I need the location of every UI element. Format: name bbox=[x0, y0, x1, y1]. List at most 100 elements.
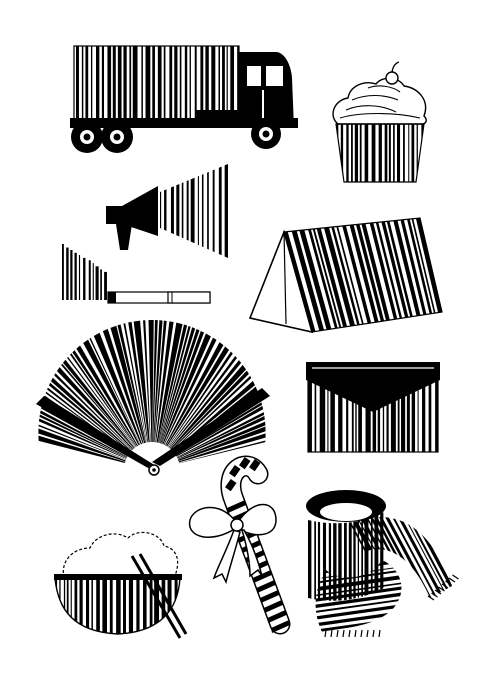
barcode-stripe bbox=[357, 512, 360, 601]
barcode-stripe bbox=[284, 231, 316, 332]
cigarette-icon bbox=[62, 244, 211, 304]
fan-stripe bbox=[169, 360, 242, 449]
scarf-fringe bbox=[452, 574, 459, 580]
barcode-stripe bbox=[91, 578, 93, 634]
barcode-stripe bbox=[386, 221, 413, 317]
barcode-stripe bbox=[387, 517, 447, 598]
barcode-stripe bbox=[322, 512, 327, 601]
barcode-stripe bbox=[129, 46, 132, 120]
candy-cane-icon bbox=[188, 455, 291, 635]
fan-stripe bbox=[159, 327, 196, 444]
barcode-stripe bbox=[393, 517, 451, 598]
barcode-stripe bbox=[397, 364, 400, 452]
candy-stripe bbox=[227, 500, 246, 513]
barcode-stripe bbox=[70, 578, 72, 634]
fan-stripe bbox=[38, 435, 126, 464]
fan-stripe bbox=[166, 346, 230, 447]
candy-stripe bbox=[263, 600, 283, 613]
barcode-stripe bbox=[374, 517, 434, 598]
barcode-stripe bbox=[212, 164, 215, 258]
fan-stripe bbox=[47, 387, 131, 453]
barcode-stripe bbox=[351, 364, 354, 452]
smoke-stripe bbox=[62, 244, 64, 300]
barcode-stripe bbox=[205, 46, 209, 120]
barcode-stripe bbox=[382, 364, 385, 452]
smoke-stripe bbox=[88, 260, 91, 300]
barcode-stripe bbox=[74, 578, 78, 634]
barcode-stripe bbox=[384, 124, 388, 182]
barcode-stripe bbox=[149, 578, 153, 634]
fan-stripe bbox=[178, 426, 266, 461]
barcode-stripe bbox=[79, 578, 83, 634]
barcode-stripe bbox=[323, 227, 355, 327]
scarf-fringe bbox=[360, 629, 363, 638]
barcode-stripe bbox=[190, 164, 195, 258]
barcode-stripe bbox=[59, 578, 61, 634]
fan-pivot bbox=[152, 468, 156, 472]
fan-stripe bbox=[40, 410, 128, 458]
barcode-stripe bbox=[66, 578, 69, 634]
barcode-stripe bbox=[354, 124, 359, 182]
barcode-stripe bbox=[422, 364, 426, 452]
rice-bowl-icon bbox=[54, 531, 188, 639]
barcode-stripe bbox=[102, 578, 107, 634]
barcode-stripe bbox=[207, 164, 209, 258]
barcode-stripe bbox=[85, 578, 90, 634]
fan-stripe bbox=[38, 424, 127, 460]
barcode-stripe bbox=[338, 364, 343, 452]
tent-icon bbox=[248, 217, 443, 334]
fan-stripe bbox=[152, 320, 158, 443]
scarf-fringe bbox=[441, 583, 449, 589]
barcode-stripe bbox=[435, 364, 438, 452]
candy-stripe bbox=[256, 580, 276, 593]
fan-stripe bbox=[178, 433, 266, 463]
barcode-stripe bbox=[194, 46, 197, 120]
barcode-stripe bbox=[315, 579, 402, 599]
barcode-stripe bbox=[380, 512, 384, 601]
barcode-stripe bbox=[327, 364, 329, 452]
envelope-icon bbox=[306, 362, 440, 453]
barcode-stripe bbox=[411, 124, 415, 182]
fan-stripe bbox=[62, 359, 135, 449]
barcode-stripe bbox=[408, 124, 410, 182]
barcode-stripe bbox=[315, 572, 402, 594]
barcode-stripe bbox=[371, 124, 376, 182]
fan-stripe bbox=[110, 325, 146, 444]
fan-stripe bbox=[56, 367, 134, 450]
fan-stripe bbox=[38, 418, 127, 459]
barcode-stripe bbox=[401, 364, 406, 452]
fan-stripe bbox=[168, 355, 238, 448]
fan-stripe bbox=[163, 337, 217, 445]
smoke-stripe bbox=[78, 255, 81, 300]
fan-stripe bbox=[133, 320, 150, 443]
fan-stripe bbox=[158, 325, 191, 443]
candy-stripe bbox=[271, 620, 290, 633]
scarf-fringe bbox=[427, 595, 435, 601]
barcode-stripe bbox=[123, 46, 127, 120]
barcode-stripe bbox=[201, 164, 204, 258]
barcode-stripe bbox=[315, 619, 402, 632]
smoke-stripe bbox=[100, 269, 102, 300]
barcode-stripe bbox=[426, 517, 452, 598]
barcode-stripe bbox=[107, 46, 112, 120]
barcode-stripe bbox=[122, 578, 126, 634]
truck-icon bbox=[70, 45, 298, 153]
barcode-stripe bbox=[331, 226, 360, 326]
fan-stripe bbox=[153, 320, 163, 443]
fan-guard bbox=[36, 396, 156, 468]
barcode-stripe bbox=[314, 364, 317, 452]
barcode-stripe bbox=[218, 164, 222, 258]
scarf-fringe bbox=[366, 629, 369, 638]
scarf-fringe bbox=[448, 577, 456, 583]
fan-stripe bbox=[61, 363, 134, 449]
barcode-stripe bbox=[333, 512, 337, 601]
barcode-stripe bbox=[81, 46, 84, 120]
barcode-stripe bbox=[184, 46, 188, 120]
smoke-stripe bbox=[95, 266, 99, 300]
barcode-stripe bbox=[157, 46, 162, 120]
barcode-stripe bbox=[330, 364, 335, 452]
barcode-stripe bbox=[308, 229, 338, 329]
barcode-stripe bbox=[112, 46, 116, 120]
fan-stripe bbox=[177, 421, 266, 460]
